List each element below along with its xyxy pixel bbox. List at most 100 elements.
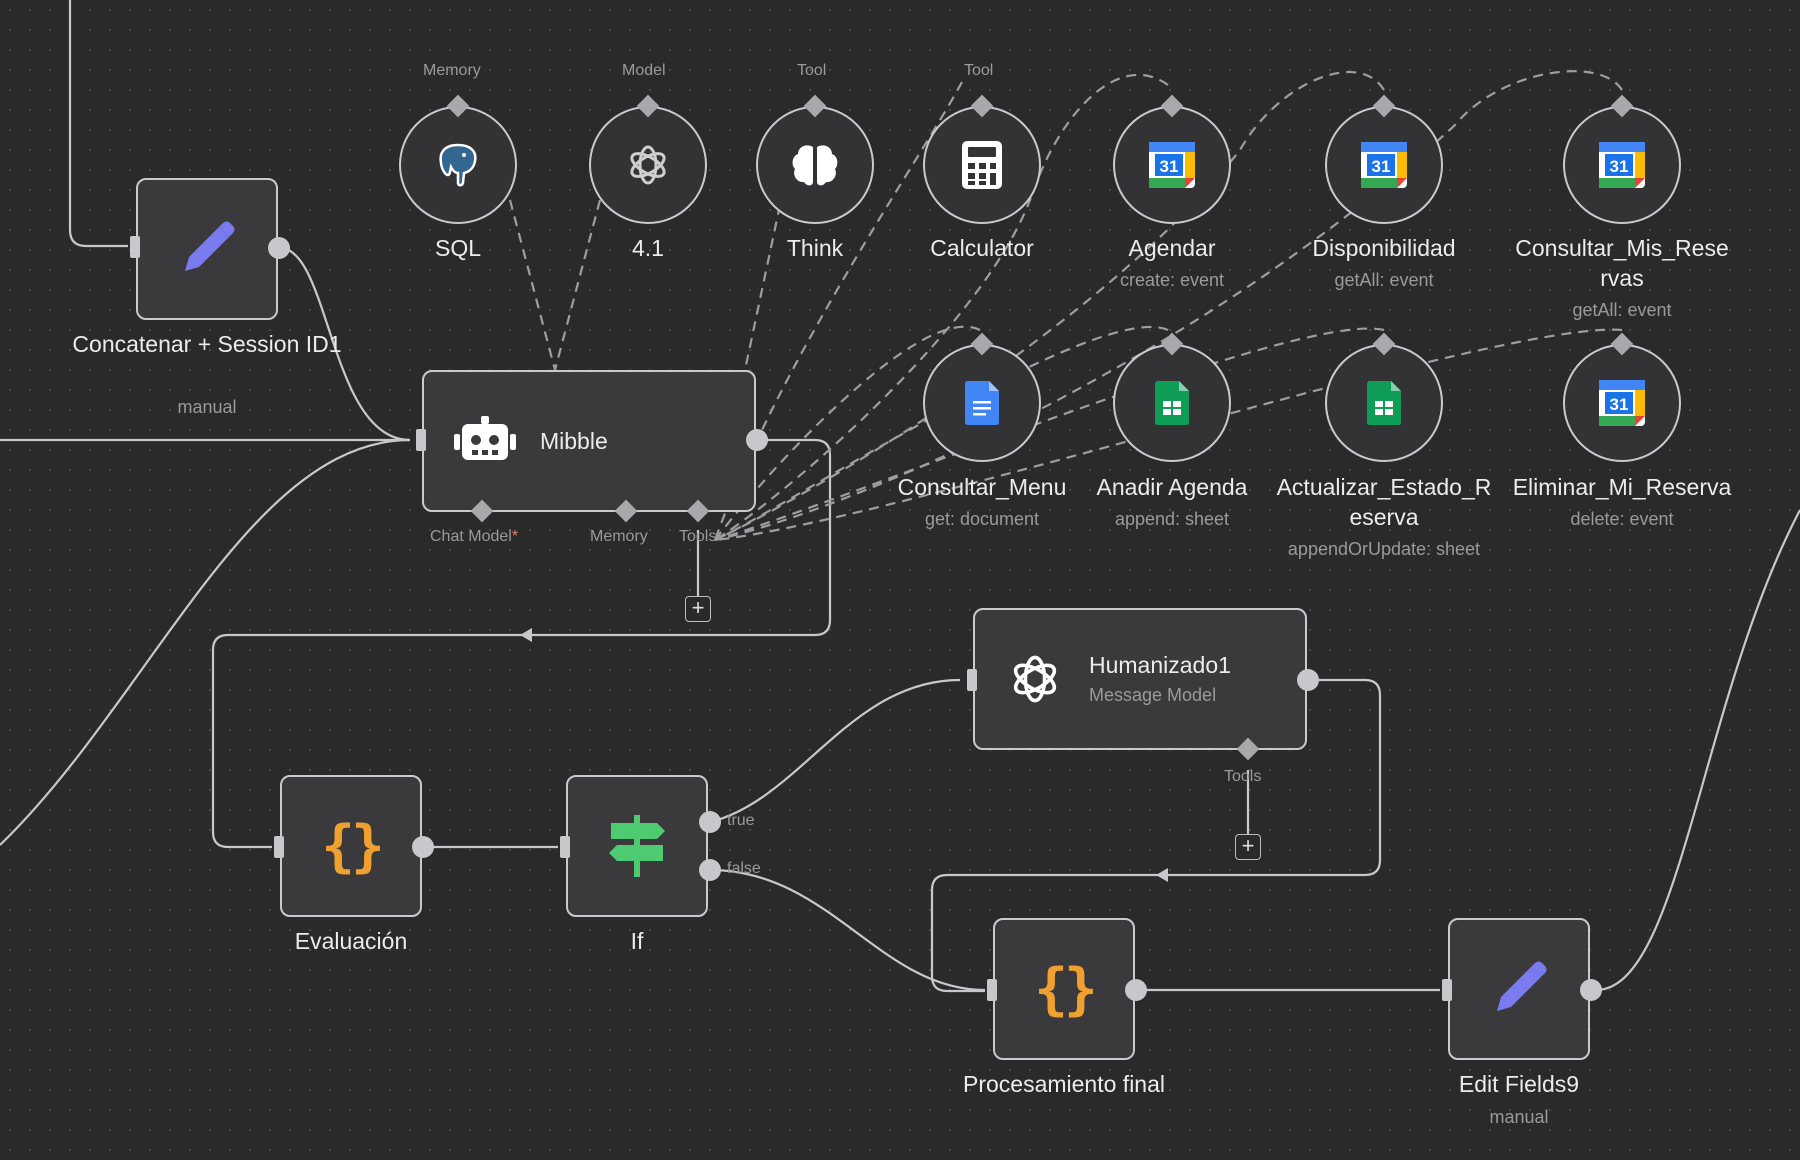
calendar-day-text: 31 [1610,157,1629,176]
eliminar-reserva-title: Eliminar_Mi_Reserva [1512,474,1732,500]
pencil-icon [1497,961,1547,1011]
sql-title: SQL [434,235,482,261]
calculator-top-label: Tool [964,62,994,79]
if-false-port[interactable] [699,859,721,881]
subnode-actualizar-estado[interactable] [1325,344,1443,462]
if-input-port[interactable] [560,836,570,858]
mibble-add-tool-button[interactable]: + [685,596,711,622]
google-calendar-icon: 31 [1361,142,1407,188]
if-true-port[interactable] [699,811,721,833]
edit-fields-output-port[interactable] [1580,979,1602,1001]
subnode-think[interactable] [756,106,874,224]
wire-top-to-concat [68,0,128,248]
think-title: Think [786,235,844,261]
disponibilidad-subtitle: getAll: event [1334,270,1434,290]
subnode-agendar[interactable]: 31 [1113,106,1231,224]
consultar-menu-title: Consultar_Menu [897,474,1067,500]
if-false-label: false [727,860,761,877]
code-braces-icon: {} [1034,956,1097,1022]
edit-fields-subtitle: manual [1489,1107,1549,1127]
if-true-label: true [727,812,755,829]
wire-edit-to-right [1595,509,1800,992]
agendar-subtitle: create: event [1119,270,1225,290]
subnode-calculator[interactable] [923,106,1041,224]
humanizado-text: Humanizado1 Message Model [1089,652,1231,706]
dash-think [743,204,782,371]
mibble-chatmodel-label: Chat Model* [430,528,518,546]
mibble-input-port[interactable] [416,429,426,451]
concat-input-port[interactable] [130,236,140,258]
consultar-reservas-title: Consultar_Mis_Rese rvas [1515,235,1729,291]
google-calendar-icon: 31 [1149,142,1195,188]
evaluacion-output-port[interactable] [412,836,434,858]
code-braces-icon: {} [321,813,384,879]
think-top-label: Tool [797,62,827,79]
google-sheets-icon [1367,381,1401,425]
humanizado-tools-label: Tools [1224,768,1262,785]
calendar-day-text: 31 [1160,157,1179,176]
chatmodel-text: Chat Model [430,528,512,545]
google-sheets-icon [1155,381,1189,425]
sql-top-label: Memory [423,62,481,79]
postgres-elephant-icon [439,143,477,187]
humanizado-input-port[interactable] [967,669,977,691]
google-docs-icon [965,381,999,425]
agendar-title: Agendar [1128,235,1216,261]
edit-fields-input-port[interactable] [1442,979,1452,1001]
required-mark: * [511,528,519,545]
concat-subtitle: manual [177,397,237,417]
subnode-disponibilidad[interactable]: 31 [1325,106,1443,224]
dash-model [553,199,602,371]
anadir-agenda-subtitle: append: sheet [1114,509,1230,529]
anadir-agenda-title: Anadir Agenda [1096,474,1248,500]
signpost-icon [609,815,665,877]
procesamiento-input-port[interactable] [987,979,997,1001]
consultar-reservas-subtitle: getAll: event [1572,300,1672,320]
humanizado-output-port[interactable] [1297,669,1319,691]
mibble-memory-label: Memory [590,528,648,545]
model-top-label: Model [622,62,666,79]
node-evaluacion[interactable]: {} [280,775,422,917]
openai-icon [1013,655,1057,703]
brain-icon [792,145,838,186]
calculator-title: Calculator [930,235,1034,261]
calendar-day-text: 31 [1372,157,1391,176]
mibble-title: Mibble [540,427,608,454]
humanizado-title: Humanizado1 [1089,652,1231,678]
dash-sql [508,199,557,371]
procesamiento-output-port[interactable] [1125,979,1147,1001]
consultar-menu-subtitle: get: document [924,509,1040,529]
subnode-model[interactable] [589,106,707,224]
edit-fields-title: Edit Fields9 [1458,1071,1580,1097]
actualizar-estado-subtitle: appendOrUpdate: sheet [1287,539,1481,559]
subnode-sql[interactable] [399,106,517,224]
mibble-output-port[interactable] [746,429,768,451]
mibble-tools-label: Tools [679,528,717,545]
node-humanizado[interactable]: Humanizado1 Message Model [973,608,1307,750]
robot-icon [454,416,516,460]
if-title: If [630,928,644,954]
evaluacion-title: Evaluación [294,928,408,954]
concat-title: Concatenar + Session ID1 [72,331,342,357]
node-if[interactable] [566,775,708,917]
evaluacion-input-port[interactable] [274,836,284,858]
calculator-icon [962,141,1002,189]
subnode-anadir-agenda[interactable] [1113,344,1231,462]
concat-output-port[interactable] [268,237,290,259]
procesamiento-title: Procesamiento final [963,1071,1165,1097]
node-procesamiento[interactable]: {} [993,918,1135,1060]
node-edit-fields[interactable] [1448,918,1590,1060]
pencil-icon [185,221,235,271]
calendar-day-text: 31 [1610,395,1629,414]
subnode-eliminar-reserva[interactable]: 31 [1563,344,1681,462]
node-concatenar[interactable] [136,178,278,320]
google-calendar-icon: 31 [1599,380,1645,426]
subnode-consultar-menu[interactable] [923,344,1041,462]
actualizar-estado-title: Actualizar_Estado_R eserva [1276,474,1492,530]
subnode-consultar-reservas[interactable]: 31 [1563,106,1681,224]
humanizado-subtitle: Message Model [1089,685,1217,705]
node-mibble[interactable]: Mibble [422,370,756,512]
eliminar-reserva-subtitle: delete: event [1570,509,1674,529]
openai-icon [630,145,666,185]
humanizado-add-tool-button[interactable]: + [1235,834,1261,860]
